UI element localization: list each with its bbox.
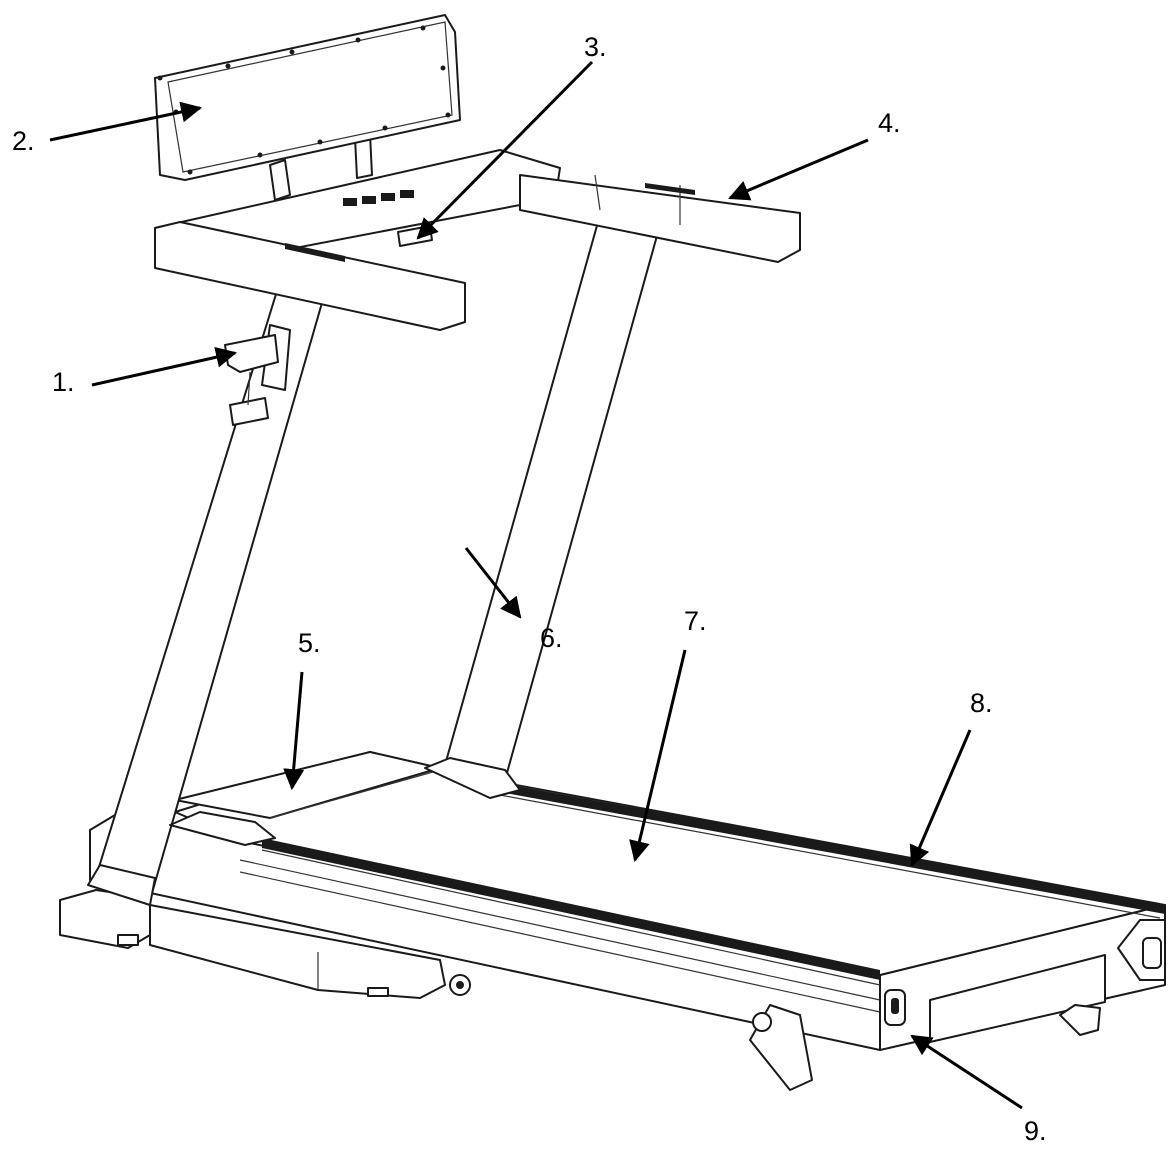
console-keypad <box>343 190 414 206</box>
arrow-9 <box>910 1034 1023 1110</box>
callout-label-5: 5. <box>298 628 321 658</box>
arrow-8 <box>909 729 972 867</box>
arrow-4 <box>728 138 869 201</box>
callout-label-3: 3. <box>584 32 607 62</box>
running-belt <box>261 783 1165 986</box>
side-rail-slot <box>884 937 1162 1026</box>
arrow-1 <box>91 346 238 387</box>
callout-label-7: 7. <box>684 606 707 636</box>
arrow-6 <box>464 547 522 619</box>
arrow-5 <box>283 671 305 791</box>
wheels <box>117 934 1101 1091</box>
callout-label-8: 8. <box>970 688 993 718</box>
callout-label-2: 2. <box>12 126 35 156</box>
arrow-2 <box>49 101 203 142</box>
display-panel <box>154 14 461 201</box>
callout-label-9: 9. <box>1024 1116 1047 1146</box>
callout-label-4: 4. <box>878 108 901 138</box>
callout-arrows <box>49 60 1023 1110</box>
handlebar-frame <box>154 149 801 331</box>
callout-label-6: 6. <box>540 623 563 653</box>
base-frame <box>59 751 1166 1051</box>
callout-label-1: 1. <box>52 367 75 397</box>
arrow-3 <box>416 60 594 240</box>
device-holder <box>224 324 291 426</box>
arrow-7 <box>629 649 687 863</box>
